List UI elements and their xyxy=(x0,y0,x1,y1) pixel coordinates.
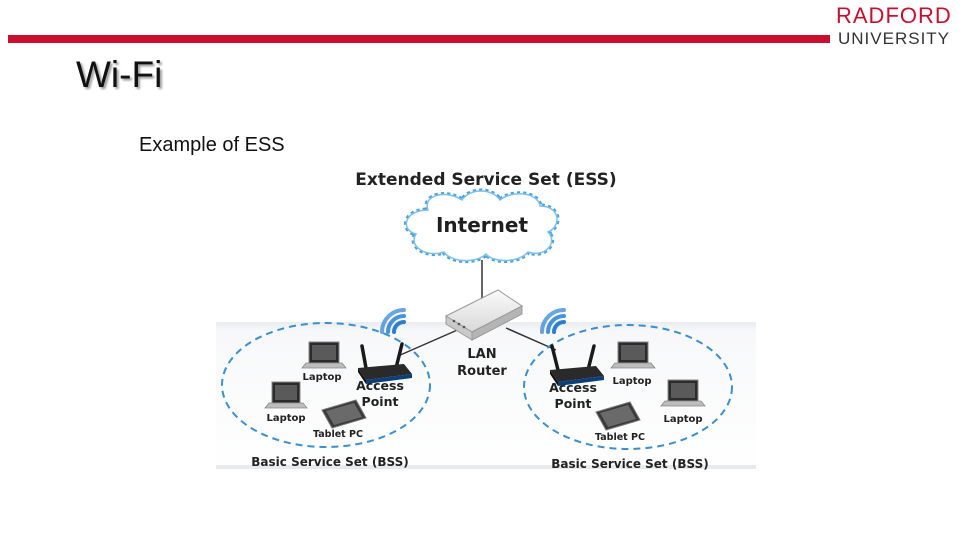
right-laptop-bottom-icon xyxy=(660,379,706,407)
lan-router-icon xyxy=(444,289,523,341)
right-wifi-signal-icon xyxy=(540,308,566,334)
ess-diagram-svg: Extended Service Set (ESS) Internet LAN … xyxy=(216,170,756,472)
slide-title: Wi-Fi xyxy=(76,54,163,95)
left-laptop-bottom-icon xyxy=(264,381,308,409)
left-ap-label-line-1: Access xyxy=(356,378,404,393)
router-label-line-2: Router xyxy=(457,364,507,379)
left-tablet-icon xyxy=(321,399,367,429)
left-tablet-label: Tablet PC xyxy=(313,429,363,440)
left-wifi-signal-icon xyxy=(380,308,406,334)
left-laptop-bottom-label: Laptop xyxy=(266,413,305,424)
left-laptop-top-icon xyxy=(301,341,347,369)
right-laptop-bottom-label: Laptop xyxy=(663,414,702,425)
diagram-heading: Extended Service Set (ESS) xyxy=(355,170,616,190)
right-tablet-icon xyxy=(595,401,641,431)
logo-line-1: RADFORD xyxy=(836,3,952,28)
left-laptop-top-label: Laptop xyxy=(302,372,341,383)
router-left-ap-link xyxy=(397,327,463,357)
left-ap-label-line-2: Point xyxy=(362,394,399,409)
internet-cloud xyxy=(403,188,560,263)
router-right-ap-link xyxy=(505,327,557,351)
floor-edge xyxy=(216,465,756,469)
logo-line-2: UNIVERSITY xyxy=(838,29,951,48)
slide-subtitle: Example of ESS xyxy=(139,134,285,156)
right-ap-label-line-1: Access xyxy=(549,380,597,395)
right-access-point-icon xyxy=(550,344,604,386)
title-accent-bar xyxy=(8,35,830,43)
right-bss-boundary xyxy=(523,324,733,450)
right-bss-label: Basic Service Set (BSS) xyxy=(551,457,708,471)
right-laptop-top-label: Laptop xyxy=(612,376,651,387)
router-label-line-1: LAN xyxy=(467,347,496,362)
right-tablet-label: Tablet PC xyxy=(595,432,645,443)
floor-background xyxy=(216,322,756,472)
right-laptop-top-icon xyxy=(610,341,656,369)
university-logo: RADFORD UNIVERSITY xyxy=(836,4,954,50)
left-bss-boundary xyxy=(221,322,431,448)
internet-label: Internet xyxy=(436,213,528,237)
left-bss-label: Basic Service Set (BSS) xyxy=(251,455,408,469)
right-ap-label-line-2: Point xyxy=(555,396,592,411)
left-access-point-icon xyxy=(358,342,412,384)
ess-diagram: Extended Service Set (ESS) Internet LAN … xyxy=(216,160,756,478)
